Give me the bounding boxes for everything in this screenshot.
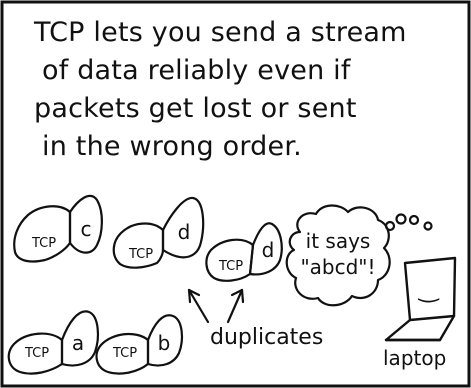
thought-bubble [285,204,433,307]
thought-line-1: it says [305,229,371,253]
packet-butterfly-d1 [112,196,205,269]
caption: TCP lets you send a stream of data relia… [30,14,460,166]
laptop-smile-icon: ‿ [419,275,439,303]
packet-d1-letter: d [177,220,191,244]
packet-d1-label: TCP [128,247,154,262]
thought-text: it says "abcd"! [296,228,380,280]
thought-line-2: "abcd"! [300,255,376,279]
packet-a-label: TCP [24,346,50,361]
packet-butterfly-b [95,314,184,375]
packet-b-letter: b [157,331,171,355]
caption-line-3: packets get lost or sent [34,93,357,124]
packet-d2-label: TCP [218,259,244,274]
packet-butterfly-d2 [205,222,283,282]
laptop-drawing [384,256,457,342]
caption-line-4: in the wrong order. [42,131,302,162]
packet-a-letter: a [71,331,85,355]
laptop-label: laptop [383,346,447,370]
packet-d2-letter: d [261,238,275,262]
caption-line-1: TCP lets you send a stream [34,17,407,48]
packet-butterfly-c [13,194,103,263]
caption-line-2: of data reliably even if [42,55,351,86]
packet-c-label: TCP [31,236,57,251]
duplicates-label: duplicates [210,325,324,350]
packet-c-letter: c [80,217,92,241]
duplicate-arrows [187,288,245,324]
packet-b-label: TCP [112,346,138,361]
packet-butterfly-a [7,310,100,375]
